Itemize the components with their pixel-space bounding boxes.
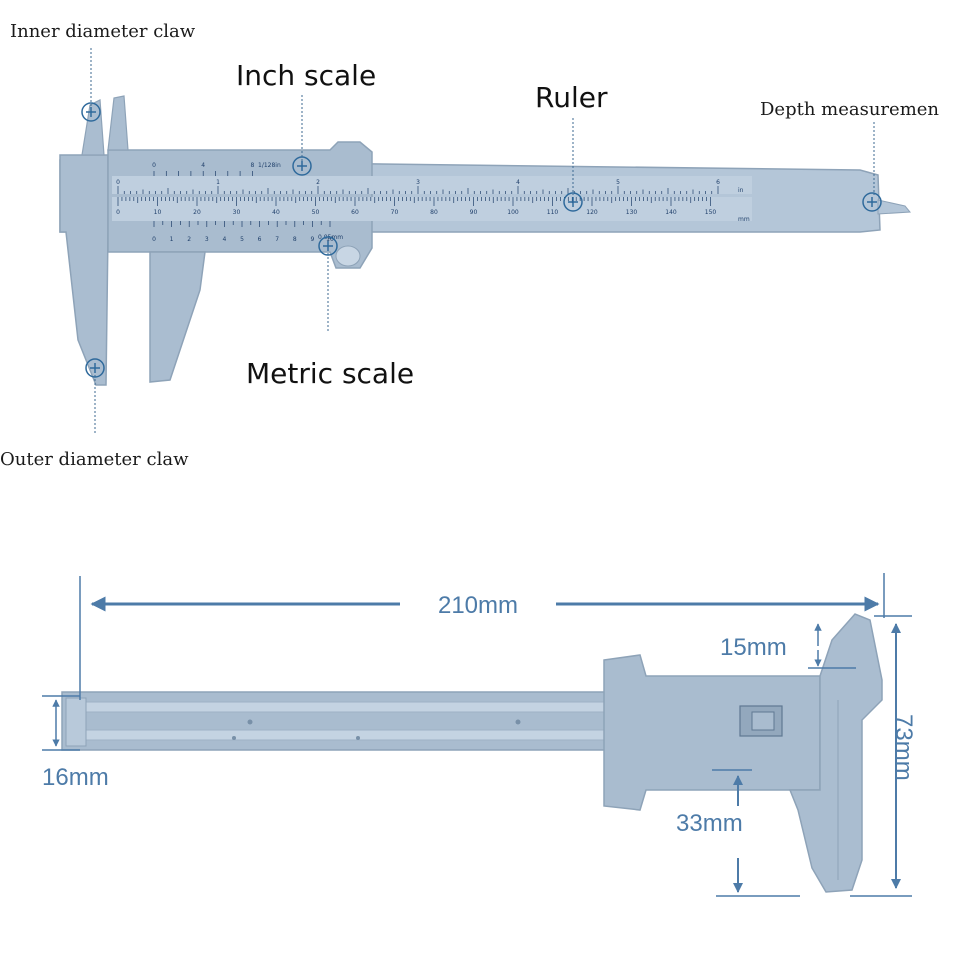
dim-beam-width: 16mm: [42, 764, 109, 791]
label-metric-scale: Metric scale: [246, 357, 414, 390]
jaw-profile: [788, 613, 883, 893]
leader-lines: [90, 48, 875, 435]
beam-groove-bottom: [85, 729, 607, 741]
crosshair-circle-icon: [862, 192, 882, 212]
inch-unit-label: in: [738, 187, 744, 194]
inch-vernier-number: 0: [152, 162, 156, 169]
mm-number: 0: [116, 209, 120, 216]
crosshair-circle-icon: [81, 102, 101, 122]
slider-grip: [335, 245, 361, 267]
mm-vernier-number: 5: [240, 236, 244, 243]
mm-number: 120: [586, 209, 598, 216]
inch-fraction-label: 1/128in: [258, 162, 281, 169]
mm-vernier-number: 10: [326, 236, 334, 243]
slider-housing: [603, 654, 821, 811]
fixed-jaw: [59, 154, 109, 386]
mm-vernier-number: 2: [187, 236, 191, 243]
dim-length: 210mm: [438, 592, 518, 619]
beam-side: [61, 691, 623, 751]
mm-number: 20: [193, 209, 201, 216]
mm-vernier-number: 0: [152, 236, 156, 243]
inch-number: 2: [316, 179, 320, 186]
mm-vernier-number: 6: [258, 236, 262, 243]
mm-number: 140: [665, 209, 677, 216]
crosshair-circle-icon: [318, 236, 338, 256]
mm-vernier-number: 1: [170, 236, 174, 243]
crosshair-circle-icon: [292, 156, 312, 176]
inch-number: 6: [716, 179, 720, 186]
mm-number: 40: [272, 209, 280, 216]
mm-number: 10: [154, 209, 162, 216]
inch-scale-band: [112, 176, 752, 194]
crosshair-circle-icon: [85, 358, 105, 378]
beam-end-cap: [65, 697, 87, 747]
rivet: [356, 736, 360, 740]
mm-unit-label: mm: [738, 216, 750, 223]
mm-number: 130: [626, 209, 638, 216]
inch-number: 5: [616, 179, 620, 186]
inch-vernier-number: 4: [201, 162, 205, 169]
label-outer-diameter-claw: Outer diameter claw: [0, 449, 189, 470]
mm-number: 110: [547, 209, 559, 216]
mm-scale-band: [112, 197, 752, 221]
crosshair-circle-icon: [563, 192, 583, 212]
dim-height: 73mm: [890, 714, 917, 781]
dim-jaw-tip: 15mm: [720, 634, 787, 661]
dim-jaw-depth: 33mm: [676, 810, 743, 837]
mm-number: 50: [312, 209, 320, 216]
mm-vernier-number: 3: [205, 236, 209, 243]
mm-number: 80: [430, 209, 438, 216]
label-ruler: Ruler: [535, 81, 608, 114]
mm-number: 150: [705, 209, 717, 216]
label-depth-measurement: Depth measuremen: [760, 99, 939, 120]
label-inner-diameter-claw: Inner diameter claw: [10, 21, 196, 42]
moving-jaw: [149, 251, 206, 383]
mm-number: 60: [351, 209, 359, 216]
inch-number: 1: [216, 179, 220, 186]
mm-number: 100: [507, 209, 519, 216]
mm-number: 30: [233, 209, 241, 216]
depth-rod: [877, 199, 912, 215]
markers: [81, 102, 882, 378]
fixed-inner-claw: [81, 99, 105, 156]
dimension-lines: [42, 573, 912, 897]
mm-vernier-number: 9: [310, 236, 314, 243]
mm-number: 90: [470, 209, 478, 216]
rivet: [515, 719, 521, 725]
beam-groove-top: [85, 701, 607, 713]
rivet: [247, 719, 253, 725]
mm-number: 70: [391, 209, 399, 216]
mm-vernier-number: 8: [293, 236, 297, 243]
inch-vernier-number: 8: [250, 162, 254, 169]
moving-inner-claw: [107, 95, 129, 151]
caliper-side-view: [61, 613, 883, 893]
mm-vernier-number: 4: [222, 236, 226, 243]
mm-vernier-number: 7: [275, 236, 279, 243]
inch-number: 4: [516, 179, 520, 186]
rivet: [232, 736, 236, 740]
slider-window-inner: [751, 711, 775, 731]
inch-number: 0: [116, 179, 120, 186]
inch-number: 3: [416, 179, 420, 186]
label-inch-scale: Inch scale: [236, 59, 376, 92]
